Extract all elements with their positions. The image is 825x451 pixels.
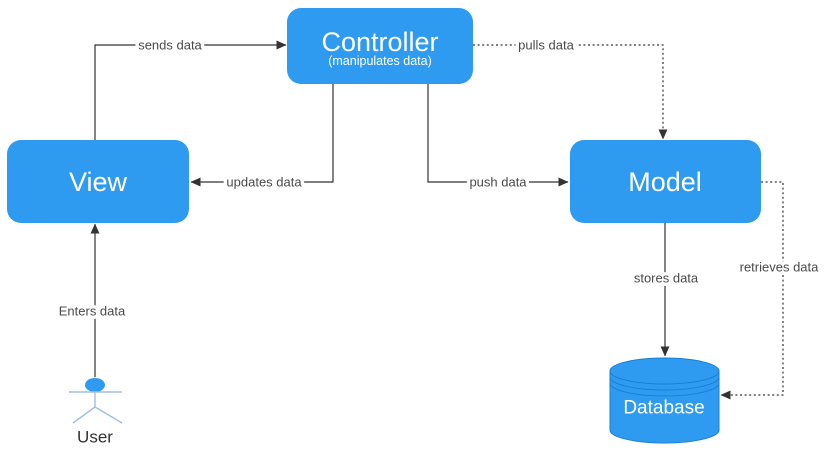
model-label: Model — [628, 167, 702, 197]
controller-label: Controller — [321, 27, 438, 57]
edge-labels: sends data pulls data updates data push … — [55, 34, 822, 322]
database-cylinder — [609, 357, 720, 444]
edge-label-retrieves-data: retrieves data — [740, 260, 820, 275]
user-head — [85, 378, 105, 392]
model-box — [570, 140, 761, 223]
database-node: Database — [609, 357, 720, 444]
edge-label-stores-data: stores data — [634, 271, 699, 286]
edge-label-pulls-data: pulls data — [518, 38, 574, 53]
database-ring-2 — [609, 382, 720, 397]
controller-sublabel: (manipulates data) — [328, 54, 432, 68]
edge-retrieves-data — [720, 181, 784, 400]
edge-updates-data — [190, 84, 334, 187]
model-node: Model — [570, 140, 761, 223]
edge-label-enters-data: Enters data — [59, 304, 126, 319]
edge-sends-data — [94, 40, 287, 140]
edge-label-updates-data: updates data — [226, 175, 302, 190]
database-label: Database — [623, 398, 704, 419]
view-label: View — [69, 167, 128, 197]
edge-pulls-data — [473, 44, 668, 140]
user-actor: User — [69, 378, 123, 447]
database-top-ellipse — [609, 370, 720, 385]
nodes: Controller (manipulates data) View Model… — [7, 8, 761, 447]
connectors — [90, 40, 784, 400]
user-legs — [72, 406, 123, 424]
edge-push-data — [427, 84, 569, 187]
view-box — [7, 140, 189, 223]
view-node: View — [7, 140, 189, 223]
controller-node: Controller (manipulates data) — [287, 8, 473, 84]
user-label: User — [77, 428, 113, 447]
database-ring-1 — [609, 376, 720, 391]
controller-box — [287, 8, 473, 84]
edge-label-push-data: push data — [469, 175, 527, 190]
edge-label-sends-data: sends data — [138, 38, 202, 53]
